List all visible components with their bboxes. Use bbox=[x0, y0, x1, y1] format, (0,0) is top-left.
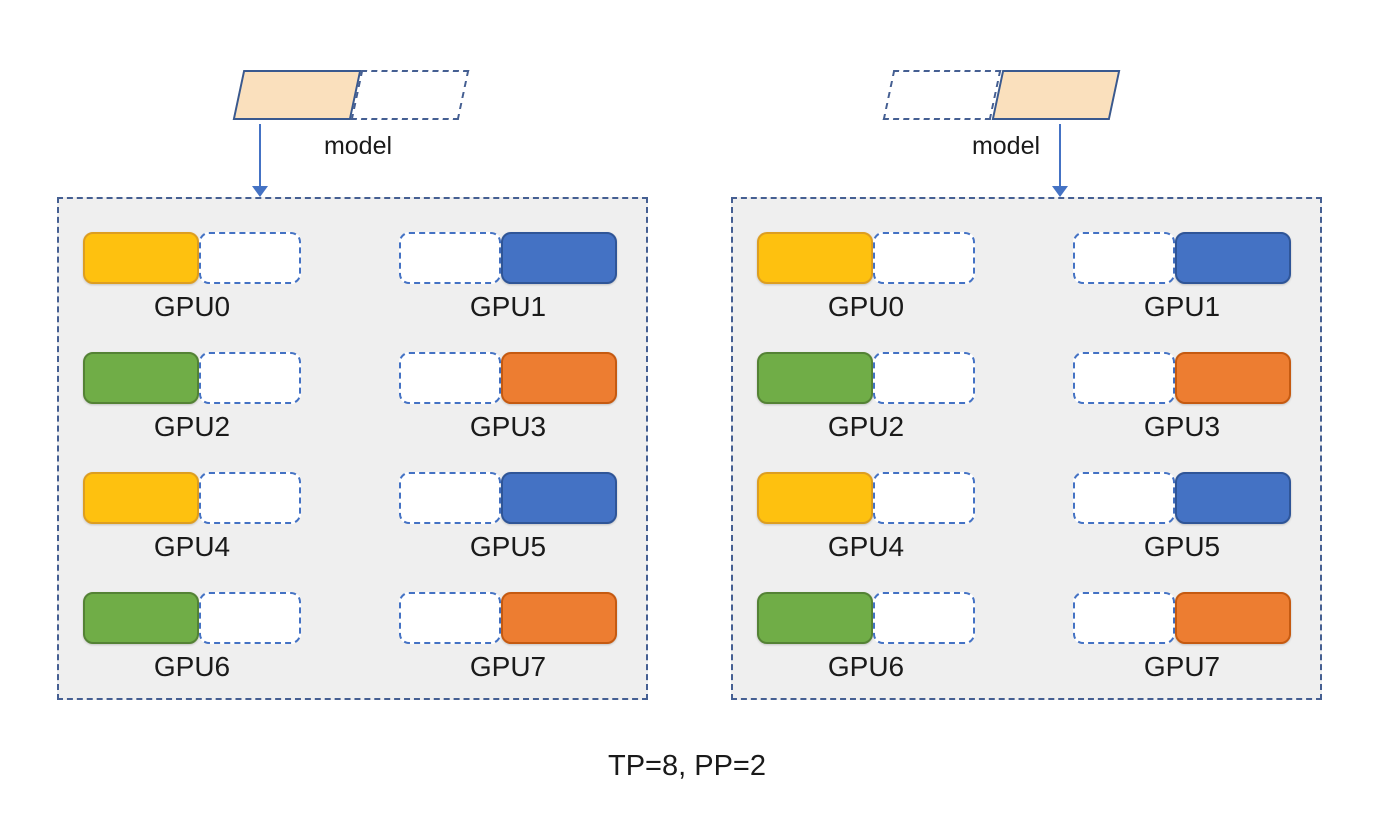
gpu-free-memory-block bbox=[399, 232, 501, 284]
model-to-gpus-arrow bbox=[1052, 124, 1068, 197]
gpu-label: GPU6 bbox=[153, 651, 231, 682]
gpu-label: GPU5 bbox=[1143, 531, 1221, 562]
gpu-item: GPU5 bbox=[1073, 472, 1291, 563]
gpu-used-memory-block bbox=[501, 232, 617, 284]
gpu-free-memory-block bbox=[1073, 472, 1175, 524]
model-shard-dashed bbox=[882, 70, 1002, 120]
gpu-used-memory-block bbox=[83, 472, 199, 524]
gpu-label: GPU5 bbox=[469, 531, 547, 562]
gpu-used-memory-block bbox=[501, 472, 617, 524]
gpu-box: GPU0 GPU1 GPU2 GPU3 GPU4 GPU5 bbox=[731, 197, 1322, 700]
gpu-item: GPU0 bbox=[83, 232, 301, 323]
gpu-used-memory-block bbox=[501, 592, 617, 644]
gpu-used-memory-block bbox=[757, 472, 873, 524]
model-shard-dashed bbox=[350, 70, 470, 120]
gpu-memory-pair bbox=[399, 232, 617, 284]
gpu-label: GPU1 bbox=[1143, 291, 1221, 322]
gpu-memory-pair bbox=[1073, 472, 1291, 524]
gpu-item: GPU1 bbox=[399, 232, 617, 323]
gpu-used-memory-block bbox=[83, 232, 199, 284]
gpu-item: GPU6 bbox=[83, 592, 301, 683]
gpu-memory-pair bbox=[1073, 232, 1291, 284]
gpu-node: model GPU0 GPU1 GPU2 GPU3 GPU4 bbox=[57, 60, 648, 710]
gpu-item: GPU3 bbox=[399, 352, 617, 443]
gpu-free-memory-block bbox=[199, 472, 301, 524]
gpu-memory-pair bbox=[757, 592, 975, 644]
gpu-item: GPU5 bbox=[399, 472, 617, 563]
gpu-label: GPU7 bbox=[469, 651, 547, 682]
model-shard-solid bbox=[991, 70, 1121, 120]
gpu-free-memory-block bbox=[199, 592, 301, 644]
gpu-label: GPU4 bbox=[153, 531, 231, 562]
gpu-memory-pair bbox=[1073, 592, 1291, 644]
gpu-memory-pair bbox=[83, 352, 301, 404]
gpu-free-memory-block bbox=[399, 352, 501, 404]
arrow-shaft bbox=[259, 124, 261, 186]
arrow-head-icon bbox=[1052, 186, 1068, 197]
gpu-free-memory-block bbox=[873, 592, 975, 644]
gpu-label: GPU1 bbox=[469, 291, 547, 322]
gpu-node: model GPU0 GPU1 GPU2 GPU3 GPU4 bbox=[731, 60, 1322, 710]
gpu-label: GPU0 bbox=[153, 291, 231, 322]
gpu-free-memory-block bbox=[399, 592, 501, 644]
gpu-free-memory-block bbox=[1073, 232, 1175, 284]
gpu-item: GPU7 bbox=[399, 592, 617, 683]
gpu-free-memory-block bbox=[873, 352, 975, 404]
gpu-item: GPU1 bbox=[1073, 232, 1291, 323]
model-to-gpus-arrow bbox=[252, 124, 268, 197]
gpu-label: GPU7 bbox=[1143, 651, 1221, 682]
gpu-used-memory-block bbox=[1175, 592, 1291, 644]
gpu-used-memory-block bbox=[757, 352, 873, 404]
gpu-memory-pair bbox=[757, 472, 975, 524]
gpu-label: GPU4 bbox=[827, 531, 905, 562]
gpu-used-memory-block bbox=[1175, 232, 1291, 284]
gpu-box: GPU0 GPU1 GPU2 GPU3 GPU4 GPU5 bbox=[57, 197, 648, 700]
gpu-memory-pair bbox=[399, 472, 617, 524]
gpu-free-memory-block bbox=[873, 232, 975, 284]
gpu-used-memory-block bbox=[1175, 472, 1291, 524]
arrow-head-icon bbox=[252, 186, 268, 197]
caption: TP=8, PP=2 bbox=[608, 750, 766, 782]
gpu-used-memory-block bbox=[83, 352, 199, 404]
gpu-label: GPU3 bbox=[469, 411, 547, 442]
gpu-memory-pair bbox=[1073, 352, 1291, 404]
gpu-label: GPU2 bbox=[153, 411, 231, 442]
gpu-memory-pair bbox=[83, 232, 301, 284]
gpu-item: GPU2 bbox=[757, 352, 975, 443]
gpu-item: GPU7 bbox=[1073, 592, 1291, 683]
gpu-free-memory-block bbox=[199, 352, 301, 404]
gpu-item: GPU6 bbox=[757, 592, 975, 683]
gpu-used-memory-block bbox=[757, 592, 873, 644]
model-label: model bbox=[971, 132, 1041, 160]
gpu-item: GPU2 bbox=[83, 352, 301, 443]
gpu-used-memory-block bbox=[83, 592, 199, 644]
gpu-memory-pair bbox=[83, 472, 301, 524]
gpu-free-memory-block bbox=[1073, 352, 1175, 404]
gpu-label: GPU3 bbox=[1143, 411, 1221, 442]
gpu-free-memory-block bbox=[399, 472, 501, 524]
arrow-shaft bbox=[1059, 124, 1061, 186]
gpu-used-memory-block bbox=[1175, 352, 1291, 404]
gpu-label: GPU2 bbox=[827, 411, 905, 442]
gpu-item: GPU4 bbox=[757, 472, 975, 563]
gpu-free-memory-block bbox=[1073, 592, 1175, 644]
gpu-free-memory-block bbox=[199, 232, 301, 284]
gpu-memory-pair bbox=[757, 352, 975, 404]
gpu-memory-pair bbox=[83, 592, 301, 644]
gpu-used-memory-block bbox=[757, 232, 873, 284]
gpu-item: GPU3 bbox=[1073, 352, 1291, 443]
gpu-label: GPU0 bbox=[827, 291, 905, 322]
gpu-free-memory-block bbox=[873, 472, 975, 524]
gpu-label: GPU6 bbox=[827, 651, 905, 682]
gpu-item: GPU0 bbox=[757, 232, 975, 323]
gpu-memory-pair bbox=[399, 352, 617, 404]
gpu-used-memory-block bbox=[501, 352, 617, 404]
model-label: model bbox=[323, 132, 393, 160]
model-shard-solid bbox=[232, 70, 362, 120]
gpu-memory-pair bbox=[757, 232, 975, 284]
gpu-item: GPU4 bbox=[83, 472, 301, 563]
gpu-memory-pair bbox=[399, 592, 617, 644]
